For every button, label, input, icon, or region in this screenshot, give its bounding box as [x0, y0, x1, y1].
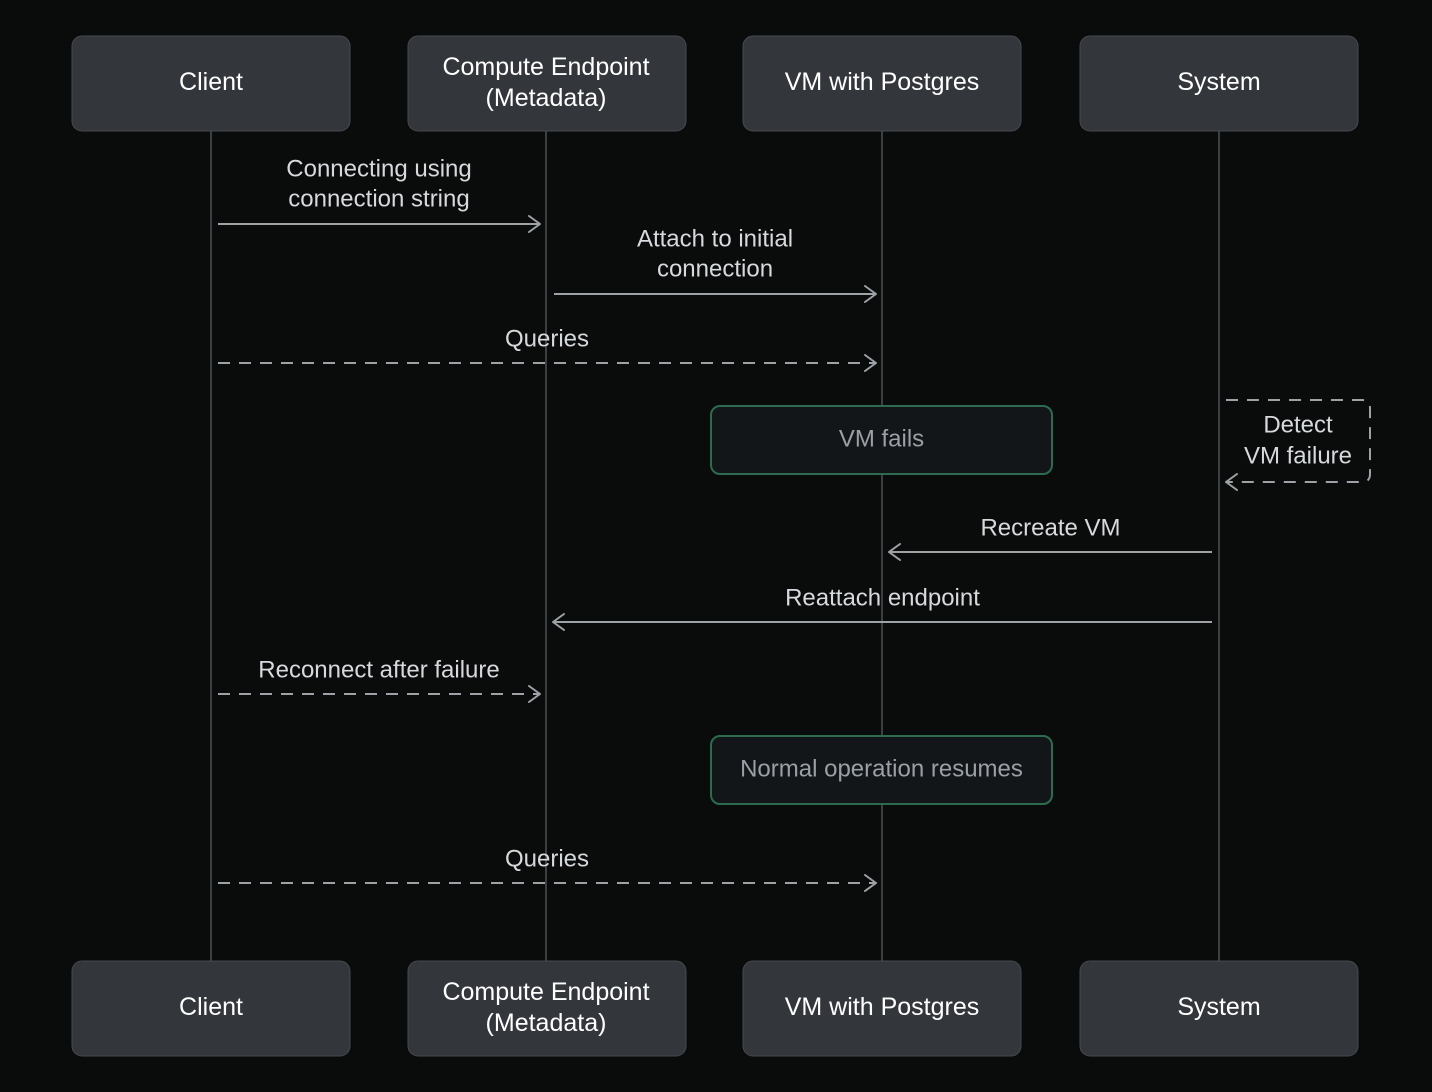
message-queries-1: Queries — [218, 325, 877, 372]
actor-box-vm-postgres-bottom[interactable]: VM with Postgres — [742, 960, 1022, 1057]
actor-box-client-top[interactable]: Client — [71, 35, 351, 132]
arrowhead-connecting-using-connection-string — [528, 215, 541, 233]
message-label-connecting-using-connection-string: Connecting using — [286, 155, 471, 182]
actor-box-vm-postgres-top[interactable]: VM with Postgres — [742, 35, 1022, 132]
message-reattach-endpoint: Reattach endpoint — [552, 584, 1212, 631]
note-vm-fails-note: VM fails — [710, 405, 1053, 475]
arrowhead-reattach-endpoint — [552, 613, 565, 631]
actor-box-rect — [407, 960, 687, 1057]
actor-label-compute-endpoint: Compute Endpoint — [442, 978, 649, 1006]
actor-box-compute-endpoint-bottom[interactable]: Compute Endpoint (Metadata) — [407, 960, 687, 1057]
actor-box-rect — [742, 35, 1022, 132]
message-label-queries-2: Queries — [505, 845, 589, 872]
actor-label-client: Client — [179, 68, 243, 96]
message-queries-2: Queries — [218, 845, 877, 892]
arrowhead-detect-vm-failure — [1225, 473, 1238, 491]
self-message-label-detect-vm-failure-line2: VM failure — [1244, 442, 1352, 469]
actor-box-rect — [407, 35, 687, 132]
actor-box-client-bottom[interactable]: Client — [71, 960, 351, 1057]
message-label-attach-to-initial-connection-line2: connection — [657, 255, 773, 282]
note-label-vm-fails-note: VM fails — [839, 425, 924, 452]
arrowhead-attach-to-initial-connection — [864, 285, 877, 303]
arrowhead-queries-1 — [864, 354, 877, 372]
message-recreate-vm: Recreate VM — [888, 514, 1212, 561]
message-label-connecting-using-connection-string-line2: connection string — [288, 185, 469, 212]
actor-box-rect — [1079, 35, 1359, 132]
message-label-reconnect-after-failure: Reconnect after failure — [258, 656, 499, 683]
actor-label-client: Client — [179, 993, 243, 1021]
actor-box-system-top[interactable]: System — [1079, 35, 1359, 132]
actor-label-system: System — [1177, 993, 1260, 1021]
message-connecting-using-connection-string: Connecting using connection string — [218, 155, 541, 233]
message-label-attach-to-initial-connection: Attach to initial — [637, 225, 793, 252]
actor-box-rect — [71, 960, 351, 1057]
actor-box-rect — [71, 35, 351, 132]
note-rect-normal-operation-resumes-note — [710, 735, 1053, 805]
actor-label-compute-endpoint-line2: (Metadata) — [486, 1009, 607, 1037]
note-rect-vm-fails-note — [710, 405, 1053, 475]
message-label-reattach-endpoint: Reattach endpoint — [785, 584, 980, 611]
actor-box-rect — [742, 960, 1022, 1057]
actor-box-rect — [1079, 960, 1359, 1057]
actor-label-system: System — [1177, 68, 1260, 96]
actor-label-compute-endpoint: Compute Endpoint — [442, 53, 649, 81]
arrowhead-queries-2 — [864, 874, 877, 892]
actor-box-system-bottom[interactable]: System — [1079, 960, 1359, 1057]
actor-box-compute-endpoint-top[interactable]: Compute Endpoint (Metadata) — [407, 35, 687, 132]
messages-layer: Connecting using connection stringAttach … — [218, 155, 1371, 892]
actor-label-vm-postgres: VM with Postgres — [785, 993, 980, 1021]
self-message-detect-vm-failure: Detect VM failure — [1225, 399, 1371, 491]
note-normal-operation-resumes-note: Normal operation resumes — [710, 735, 1053, 805]
message-label-recreate-vm: Recreate VM — [980, 514, 1120, 541]
message-reconnect-after-failure: Reconnect after failure — [218, 656, 541, 703]
actor-label-vm-postgres: VM with Postgres — [785, 68, 980, 96]
note-label-normal-operation-resumes-note: Normal operation resumes — [740, 755, 1023, 782]
arrowhead-reconnect-after-failure — [528, 685, 541, 703]
arrowhead-recreate-vm — [888, 543, 901, 561]
self-message-label-detect-vm-failure: Detect — [1263, 411, 1333, 438]
actor-label-compute-endpoint-line2: (Metadata) — [486, 84, 607, 112]
message-attach-to-initial-connection: Attach to initial connection — [554, 225, 877, 303]
lifelines-layer — [210, 131, 1220, 961]
message-label-queries-1: Queries — [505, 325, 589, 352]
